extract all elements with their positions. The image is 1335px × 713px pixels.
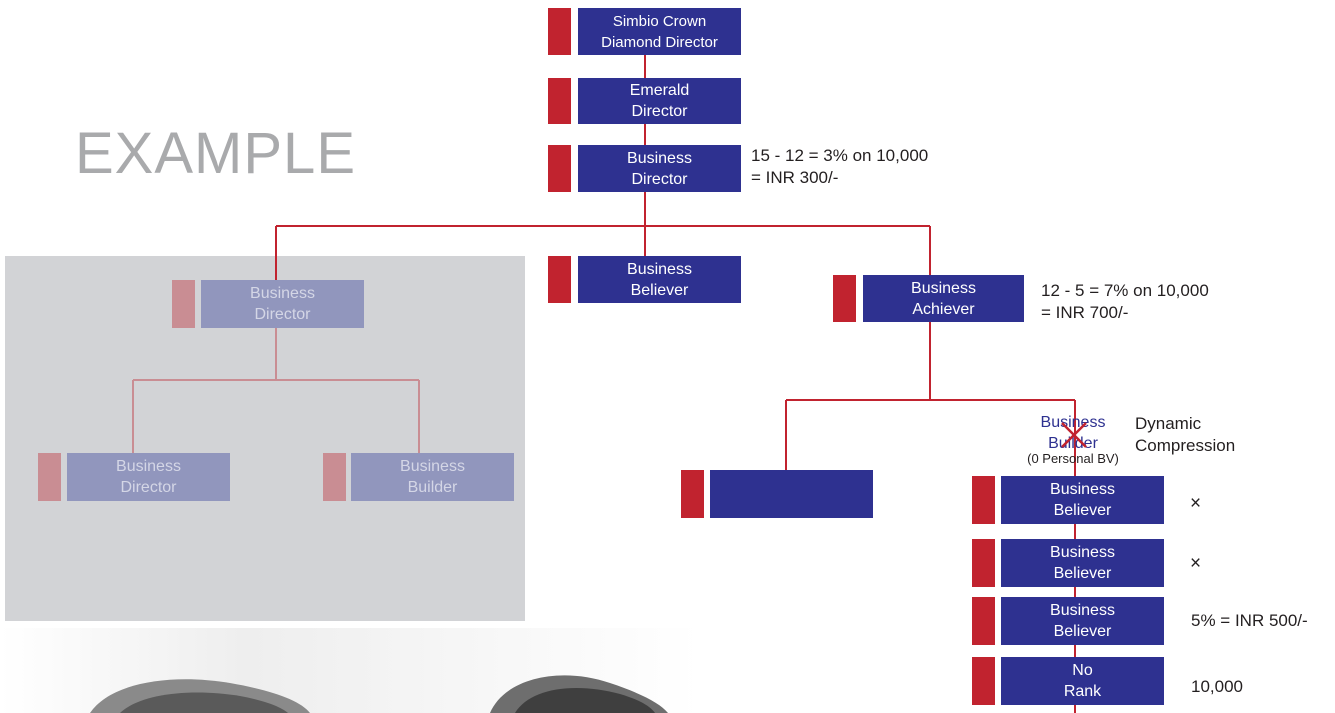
believer-2-excluded-mark: × — [1190, 553, 1202, 574]
rank-tag-believer-1 — [972, 476, 995, 524]
node-label: Director — [631, 103, 688, 120]
node-label: Simbio Crown — [612, 12, 707, 30]
believer-1-excluded-mark: × — [1190, 493, 1202, 514]
node-label: Emerald — [629, 82, 690, 99]
compressed-business-builder: Business Builder — [1010, 412, 1136, 454]
rank-tag-emerald — [548, 78, 571, 124]
node-label: Business — [400, 458, 465, 475]
note-no-rank-volume: 10,000 — [1191, 677, 1243, 696]
note-director-calculation: 15 - 12 = 3% on 10,000 = INR 300/- — [751, 145, 928, 189]
node-label: Believer — [1053, 565, 1112, 582]
rank-tag-business-achiever — [833, 275, 856, 322]
hair-right — [515, 688, 655, 713]
node-label: Builder — [1048, 435, 1098, 452]
note-line: Dynamic — [1135, 414, 1202, 433]
compressed-builder-note: (0 Personal BV) — [1027, 451, 1119, 466]
node-label: Director — [254, 306, 311, 323]
node-label: Business — [1050, 544, 1115, 561]
rank-tag-business-director — [548, 145, 571, 192]
faded-rank-tag-director-top — [172, 280, 195, 328]
rank-tag-blank — [681, 470, 704, 518]
rank-tag-crown — [548, 8, 571, 55]
node-label: Diamond Director — [601, 33, 718, 51]
node-blank — [710, 470, 873, 518]
node-label: Achiever — [912, 300, 975, 318]
example-title: EXAMPLE — [75, 121, 356, 186]
node-label: Business — [1050, 481, 1115, 498]
rank-tag-no-rank — [972, 657, 995, 705]
people-photo — [0, 628, 700, 713]
node-label: Business — [1040, 414, 1106, 431]
note-believer-3-calculation: 5% = INR 500/- — [1191, 611, 1308, 630]
node-label: Business — [627, 149, 692, 167]
note-achiever-calculation: 12 - 5 = 7% on 10,000 = INR 700/- — [1041, 280, 1209, 324]
node-label: Business — [116, 458, 181, 475]
rank-tag-believer-2 — [972, 539, 995, 587]
node-label: No — [1072, 662, 1093, 679]
node-label: Business — [911, 279, 976, 297]
node-label: Rank — [1063, 683, 1102, 700]
node-label: Business — [627, 260, 692, 278]
faded-rank-tag-builder-right — [323, 453, 346, 501]
note-line: = INR 700/- — [1041, 303, 1129, 322]
rank-tag-business-believer — [548, 256, 571, 303]
node-label: Director — [120, 479, 177, 496]
node-label: Believer — [1053, 623, 1112, 640]
cross-out-icon — [1061, 422, 1087, 448]
node-label: Builder — [407, 479, 458, 496]
faded-rank-tag-director-left — [38, 453, 61, 501]
note-dynamic-compression: Dynamic Compression — [1135, 413, 1235, 457]
node-label: Business — [250, 285, 315, 302]
note-line: 12 - 5 = 7% on 10,000 — [1041, 281, 1209, 300]
node-label: Business — [1050, 602, 1115, 619]
node-label: Believer — [630, 281, 689, 299]
node-label: Director — [631, 170, 688, 188]
hair-left — [120, 692, 288, 713]
note-line: = INR 300/- — [751, 168, 839, 187]
note-line: 15 - 12 = 3% on 10,000 — [751, 146, 929, 165]
note-line: Compression — [1135, 436, 1236, 455]
node-label: Believer — [1053, 502, 1112, 519]
rank-tag-believer-3 — [972, 597, 995, 645]
